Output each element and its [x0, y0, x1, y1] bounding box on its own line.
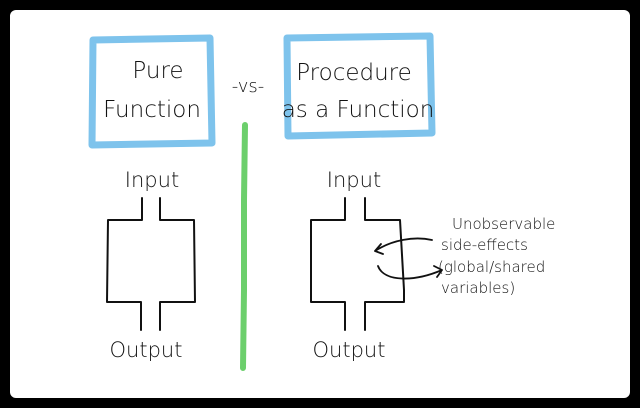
left-function-block — [106, 197, 196, 331]
right-output-label: Output — [313, 338, 386, 362]
left-output-label: Output — [110, 338, 183, 362]
divider-line — [240, 122, 248, 371]
pure-function-title-line2: Function — [103, 97, 201, 123]
annotation-line4: variables) — [441, 279, 515, 297]
procedure-title-line1: Procedure — [296, 60, 412, 86]
procedure-title-line2: as a Function — [282, 97, 435, 123]
versus-label: -vs- — [232, 76, 265, 97]
annotation-line3: (global/shared — [438, 258, 545, 276]
side-effect-arrow-in — [374, 237, 433, 255]
pure-function-box — [88, 34, 216, 149]
right-input-label: Input — [327, 168, 381, 192]
right-function-block — [310, 197, 405, 331]
annotation-line1: Unobservable — [452, 215, 555, 233]
pure-function-title-line1: Pure — [132, 58, 183, 84]
procedure-function-box — [283, 32, 436, 140]
whiteboard-canvas — [10, 10, 630, 398]
side-effect-arrow-out — [377, 265, 443, 280]
left-input-label: Input — [125, 168, 179, 192]
annotation-line2: side-effects — [441, 236, 528, 254]
